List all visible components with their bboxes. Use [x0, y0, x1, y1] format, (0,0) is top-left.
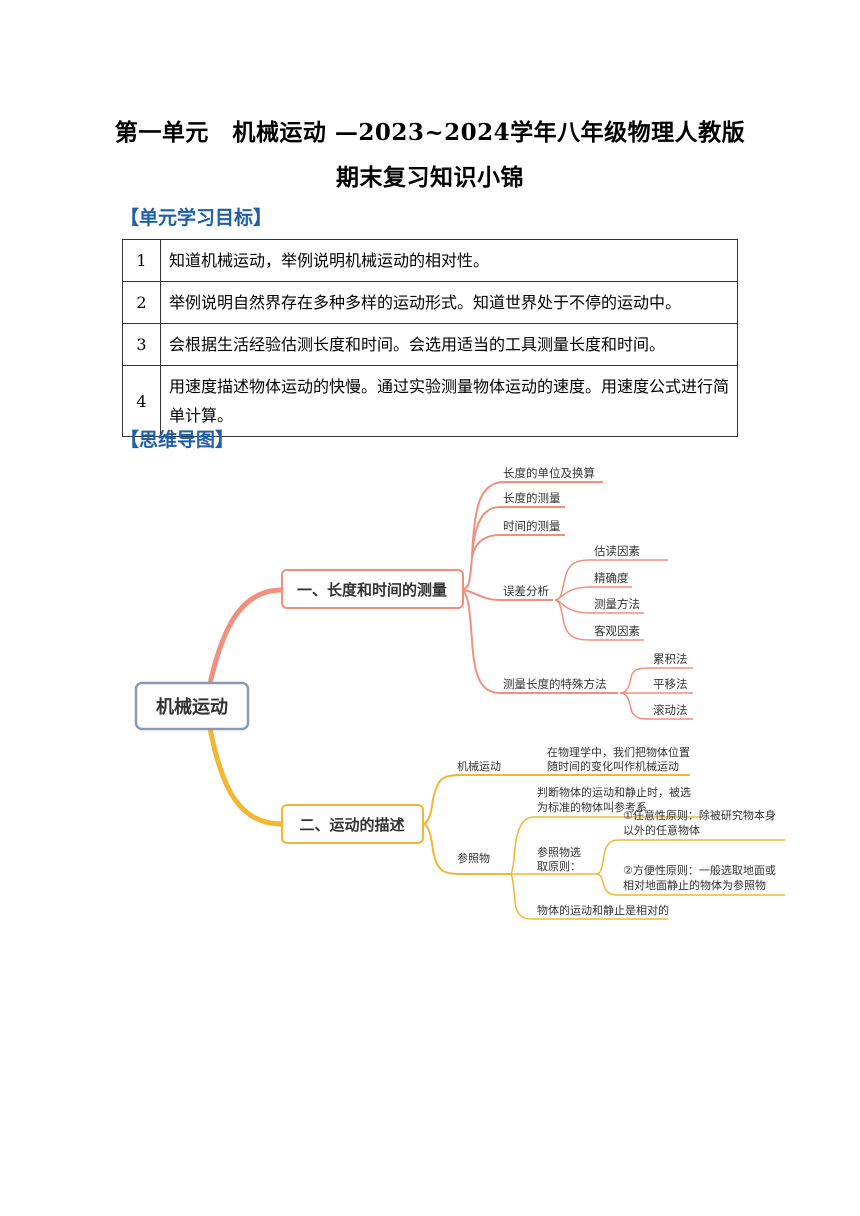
node-principle2: ②方便性原则：一般选取地面或 — [623, 863, 776, 877]
node-reference-desc: 为标准的物体叫参考系 — [537, 800, 647, 814]
node-special-methods: 测量长度的特殊方法 — [503, 677, 607, 691]
node-error-child: 估读因素 — [594, 544, 640, 558]
table-row: 4 用速度描述物体运动的快慢。通过实验测量物体运动的速度。用速度公式进行简单计算… — [122, 365, 738, 437]
goal-text: 知道机械运动，举例说明机械运动的相对性。 — [160, 239, 738, 282]
node-special-child: 滚动法 — [653, 703, 688, 717]
root-label: 机械运动 — [156, 696, 228, 718]
node-time-measure: 时间的测量 — [503, 519, 561, 533]
node-mechanical-motion: 机械运动 — [457, 759, 501, 773]
node-length-unit: 长度的单位及换算 — [503, 466, 595, 480]
node-principle: 取原则： — [537, 860, 581, 873]
goals-heading: 【单元学习目标】 — [120, 207, 273, 229]
goal-number: 2 — [122, 281, 161, 324]
goal-number: 1 — [122, 239, 161, 282]
node-error-child: 精确度 — [594, 571, 629, 585]
mind-map: 机械运动 一、长度和时间的测量 二、运动的描述 长度的单位及换算 长度的测量 时… — [134, 466, 785, 920]
document-title-line1: 第一单元 机械运动 —2023~2024学年八年级物理人教版 — [114, 119, 746, 146]
goal-text: 用速度描述物体运动的快慢。通过实验测量物体运动的速度。用速度公式进行简单计算。 — [160, 365, 738, 437]
goal-text: 会根据生活经验估测长度和时间。会选用适当的工具测量长度和时间。 — [160, 323, 738, 366]
node-special-child: 平移法 — [653, 677, 688, 691]
branch1-label: 一、长度和时间的测量 — [297, 581, 447, 599]
goal-text: 举例说明自然界存在多种多样的运动形式。知道世界处于不停的运动中。 — [160, 281, 738, 324]
node-motion-desc: 在物理学中，我们把物体位置 — [547, 745, 690, 759]
node-motion-desc: 随时间的变化叫作机械运动 — [547, 759, 679, 773]
goals-table: 1 知道机械运动，举例说明机械运动的相对性。 2 举例说明自然界存在多种多样的运… — [122, 239, 738, 437]
table-row: 1 知道机械运动，举例说明机械运动的相对性。 — [122, 239, 738, 282]
branch2-label: 二、运动的描述 — [299, 816, 404, 834]
node-relative: 物体的运动和静止是相对的 — [537, 903, 669, 917]
node-principle: 参照物选 — [537, 845, 581, 859]
node-error-analysis: 误差分析 — [503, 584, 549, 598]
node-length-measure: 长度的测量 — [503, 491, 561, 505]
node-reference-desc: 判断物体的运动和静止时，被选 — [537, 785, 691, 799]
branch1-node: 一、长度和时间的测量 — [281, 569, 464, 609]
node-special-child: 累积法 — [653, 652, 688, 666]
goal-number: 4 — [122, 365, 161, 437]
node-error-child: 客观因素 — [594, 624, 640, 638]
table-row: 3 会根据生活经验估测长度和时间。会选用适当的工具测量长度和时间。 — [122, 323, 738, 366]
branch1-connectors — [207, 481, 693, 720]
node-error-child: 测量方法 — [594, 597, 640, 611]
node-principle2: 相对地面静止的物体为参照物 — [623, 878, 766, 892]
document-title-line2: 期末复习知识小锦 — [336, 164, 524, 191]
branch2-connectors — [207, 727, 785, 920]
node-principle1: 以外的任意物体 — [623, 823, 700, 837]
mindmap-heading: 【思维导图】 — [120, 429, 235, 451]
branch2-node: 二、运动的描述 — [281, 804, 424, 844]
node-reference: 参照物 — [457, 851, 490, 865]
node-principle1: ①任意性原则：除被研究物本身 — [623, 808, 776, 822]
goal-number: 3 — [122, 323, 161, 366]
table-row: 2 举例说明自然界存在多种多样的运动形式。知道世界处于不停的运动中。 — [122, 281, 738, 324]
root-node: 机械运动 — [134, 681, 250, 731]
